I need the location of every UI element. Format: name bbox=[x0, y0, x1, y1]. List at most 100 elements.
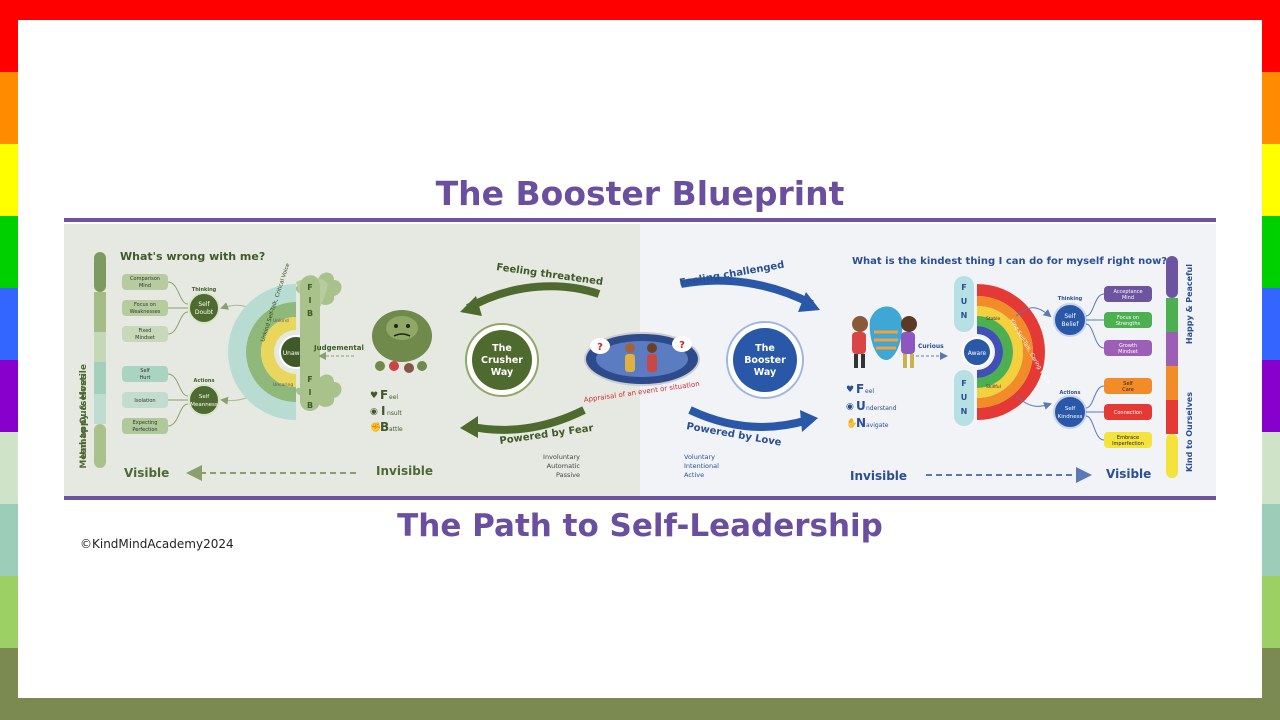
thinking-item: Acceptance bbox=[1113, 289, 1142, 295]
action-item: Self bbox=[1123, 381, 1133, 387]
action-item: Embrace bbox=[1117, 435, 1139, 441]
fib-letter: F bbox=[307, 375, 312, 384]
left-question: What's wrong with me? bbox=[120, 250, 265, 263]
booster-way-label: Way bbox=[754, 367, 777, 378]
svg-text:?: ? bbox=[597, 342, 603, 353]
right-action-connectors bbox=[1085, 385, 1105, 441]
fun-letter: U bbox=[961, 393, 968, 402]
right-visible-label: Visible bbox=[1106, 467, 1151, 481]
fib-word: attle bbox=[389, 426, 403, 433]
left-arc-layers bbox=[228, 284, 296, 420]
page-subtitle: The Path to Self-Leadership bbox=[397, 508, 883, 544]
threatened-arrow bbox=[466, 282, 601, 312]
self-belief-label: Self bbox=[1064, 313, 1076, 320]
left-thinking-label: Thinking bbox=[192, 287, 217, 293]
action-item: Care bbox=[1122, 387, 1134, 393]
self-doubt-node bbox=[188, 292, 220, 324]
judgemental-label: Judgemental bbox=[313, 344, 364, 352]
right-arc-small-1: Stable bbox=[986, 316, 1000, 322]
right-rainbow-arc bbox=[977, 284, 1045, 420]
fib-initial: I bbox=[381, 404, 385, 418]
fun-word: avigate bbox=[866, 422, 889, 429]
right-actions-label: Actions bbox=[1060, 390, 1081, 396]
challenged-arrow bbox=[680, 276, 814, 308]
self-meanness-label: Self bbox=[199, 394, 210, 400]
right-side-top-label: Happy & Peaceful bbox=[1185, 264, 1194, 344]
right-gradient-bar bbox=[1166, 256, 1178, 478]
left-side-top-label: Unhappy & Hostile bbox=[79, 364, 89, 459]
fib-letter: I bbox=[309, 296, 312, 305]
thinking-item: Mind bbox=[139, 283, 151, 289]
children-illustration bbox=[852, 306, 917, 368]
thinking-item: Strengths bbox=[1116, 321, 1141, 327]
left-thinking-items: Comparison Mind Focus on Weaknesses Fixe… bbox=[122, 274, 168, 342]
unaware-label: Unaware bbox=[283, 350, 310, 357]
left-thinking-connectors bbox=[167, 281, 189, 335]
left-action-connectors bbox=[167, 373, 189, 427]
thinking-item: Growth bbox=[1119, 343, 1137, 349]
left-invisible-label: Invisible bbox=[376, 464, 433, 478]
aware-label: Aware bbox=[968, 350, 987, 357]
fun-letter: F bbox=[961, 379, 966, 388]
self-kindness-label: Self bbox=[1065, 406, 1076, 412]
self-meanness-label: Meanness bbox=[190, 402, 218, 408]
self-belief-node bbox=[1053, 303, 1087, 337]
curious-label: Curious bbox=[918, 343, 944, 350]
page-title: The Booster Blueprint bbox=[435, 174, 845, 213]
divider-top bbox=[64, 218, 1216, 222]
fun-letter: N bbox=[961, 407, 968, 416]
left-background bbox=[64, 224, 640, 496]
fun-word: nderstand bbox=[866, 405, 897, 412]
self-belief-label: Belief bbox=[1062, 321, 1080, 328]
action-item: Expecting bbox=[133, 420, 158, 426]
right-arc-small-2: Skillful bbox=[986, 384, 1001, 390]
love-arrow bbox=[688, 406, 810, 431]
svg-text:?: ? bbox=[679, 340, 685, 351]
self-meanness-node bbox=[188, 384, 220, 416]
left-action-items: Self Hurt Isolation Expecting Perfection bbox=[122, 366, 168, 434]
thinking-item: Fixed bbox=[139, 328, 152, 334]
copyright-text: ©KindMindAcademy2024 bbox=[80, 537, 234, 551]
right-mode: Intentional bbox=[684, 462, 719, 470]
booster-way-label: The bbox=[755, 343, 775, 354]
fib-word: nsult bbox=[387, 410, 402, 417]
action-item: Perfection bbox=[132, 427, 157, 433]
speech-icon: ◉ bbox=[846, 402, 854, 412]
left-arc-small-1: Unkind bbox=[273, 318, 289, 324]
fun-letter: F bbox=[961, 283, 966, 292]
right-question: What is the kindest thing I can do for m… bbox=[852, 256, 1167, 267]
thinking-item: Mindset bbox=[1118, 349, 1138, 355]
fun-letter: U bbox=[961, 297, 968, 306]
left-arc-small-2: Uncaring bbox=[273, 382, 293, 388]
divider-bottom bbox=[64, 496, 1216, 500]
fib-word: eel bbox=[389, 394, 398, 401]
self-kindness-node bbox=[1053, 395, 1087, 429]
action-item: Connection bbox=[1114, 410, 1142, 416]
crusher-way-node bbox=[472, 330, 532, 390]
crusher-way-label: Way bbox=[491, 367, 514, 378]
fib-letter: F bbox=[307, 283, 312, 292]
left-mode: Automatic bbox=[547, 462, 581, 470]
thinking-item: Focus on bbox=[134, 302, 156, 308]
thinking-item: Mindset bbox=[135, 335, 155, 341]
fib-initial: B bbox=[380, 420, 389, 434]
thinking-item: Comparison bbox=[130, 276, 160, 282]
self-doubt-label: Self bbox=[198, 301, 210, 308]
action-item: Isolation bbox=[134, 398, 155, 404]
crusher-way-label: The bbox=[492, 343, 512, 354]
self-doubt-label: Doubt bbox=[195, 309, 214, 316]
fun-acronym: ♥ F eel ◉ U nderstand ✋ N avigate bbox=[846, 382, 897, 430]
right-side-bottom-label: Kind to Ourselves bbox=[1185, 392, 1194, 472]
crusher-character-illustration bbox=[372, 310, 432, 373]
aware-node bbox=[962, 337, 992, 367]
fib-letter: I bbox=[309, 388, 312, 397]
left-mode: Involuntary bbox=[543, 453, 580, 461]
appraisal-illustration: ? ? bbox=[584, 332, 700, 386]
right-thinking-label: Thinking bbox=[1058, 296, 1083, 302]
fib-letter: B bbox=[307, 309, 313, 318]
hand-icon: ✋ bbox=[846, 417, 857, 429]
crusher-way-label: Crusher bbox=[481, 355, 523, 366]
thinking-item: Mind bbox=[1122, 295, 1134, 301]
booster-way-label: Booster bbox=[744, 355, 786, 366]
right-thinking-items: Acceptance Mind Focus on Strengths Growt… bbox=[1104, 286, 1152, 356]
